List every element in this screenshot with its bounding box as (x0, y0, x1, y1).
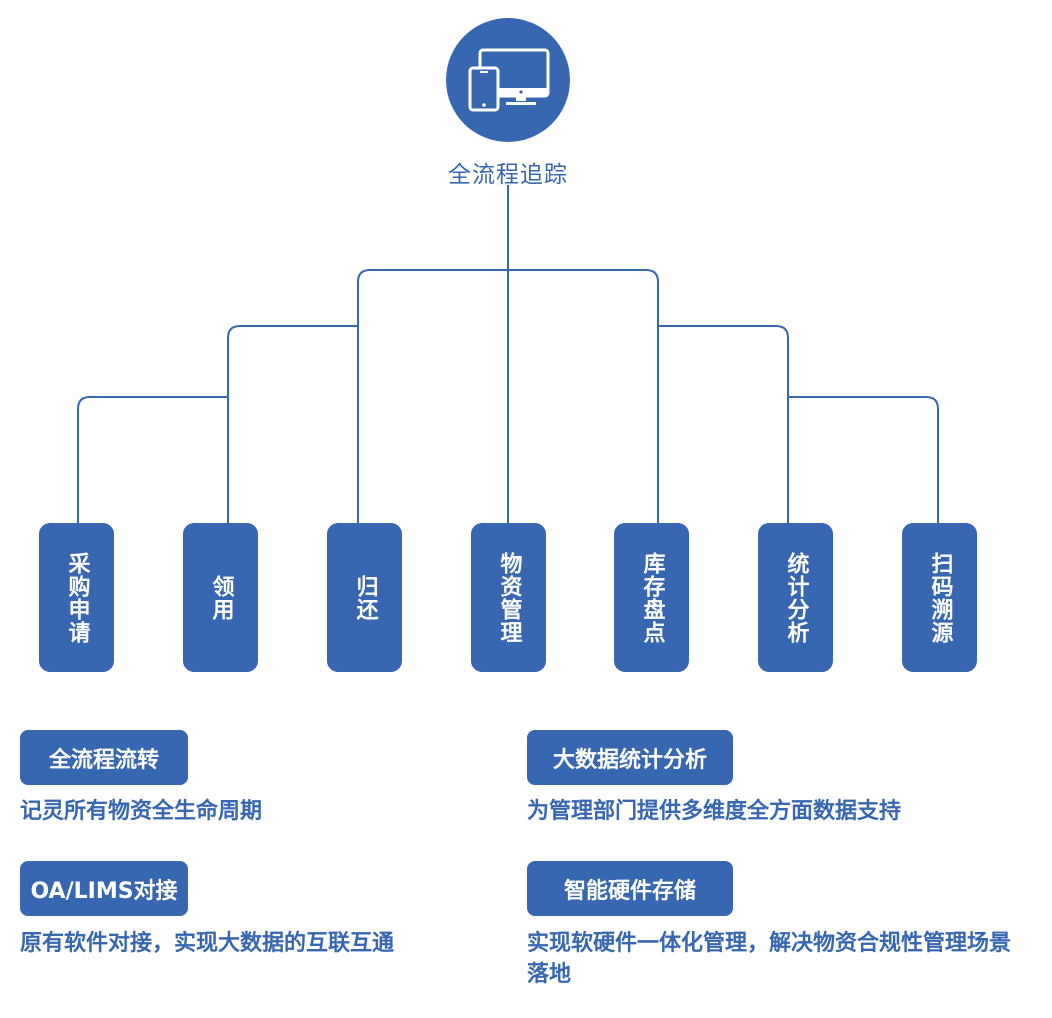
feature-badge-workflow: 全流程流转 (20, 730, 188, 785)
feature-desc-smart-hardware: 实现软硬件一体化管理，解决物资合规性管理场景落地 (527, 931, 1012, 987)
node-scan-trace: 扫码溯源 (902, 523, 977, 672)
devices-icon (468, 48, 550, 112)
node-return: 归还 (327, 523, 402, 672)
root-label: 全流程追踪 (448, 162, 568, 188)
feature-desc-oa-lims: 原有软件对接，实现大数据的互联互通 (20, 931, 395, 956)
node-purchase-request: 采购申请 (39, 523, 114, 672)
connector-level1 (357, 269, 659, 523)
connector-level3-left (77, 396, 228, 523)
node-label: 领用 (208, 574, 234, 621)
node-label: 库存盘点 (639, 551, 665, 644)
node-inventory-check: 库存盘点 (614, 523, 689, 672)
connector-level2-left (227, 325, 358, 523)
node-label: 扫码溯源 (927, 551, 953, 644)
node-label: 统计分析 (783, 551, 809, 644)
root-icon-circle (446, 18, 570, 142)
feature-badge-smart-hardware: 智能硬件存储 (527, 861, 733, 916)
connector-level2-right (658, 325, 789, 523)
feature-desc-big-data: 为管理部门提供多维度全方面数据支持 (527, 799, 902, 824)
node-requisition: 领用 (183, 523, 258, 672)
node-material-management: 物资管理 (471, 523, 546, 672)
feature-badge-oa-lims: OA/LIMS对接 (20, 861, 188, 916)
node-label: 归还 (352, 574, 378, 621)
connector-level3-right (788, 396, 939, 523)
node-statistics: 统计分析 (758, 523, 833, 672)
node-label: 物资管理 (496, 551, 522, 644)
feature-badge-big-data: 大数据统计分析 (527, 730, 733, 785)
feature-desc-workflow: 记灵所有物资全生命周期 (20, 799, 263, 824)
node-label: 采购申请 (64, 551, 90, 644)
